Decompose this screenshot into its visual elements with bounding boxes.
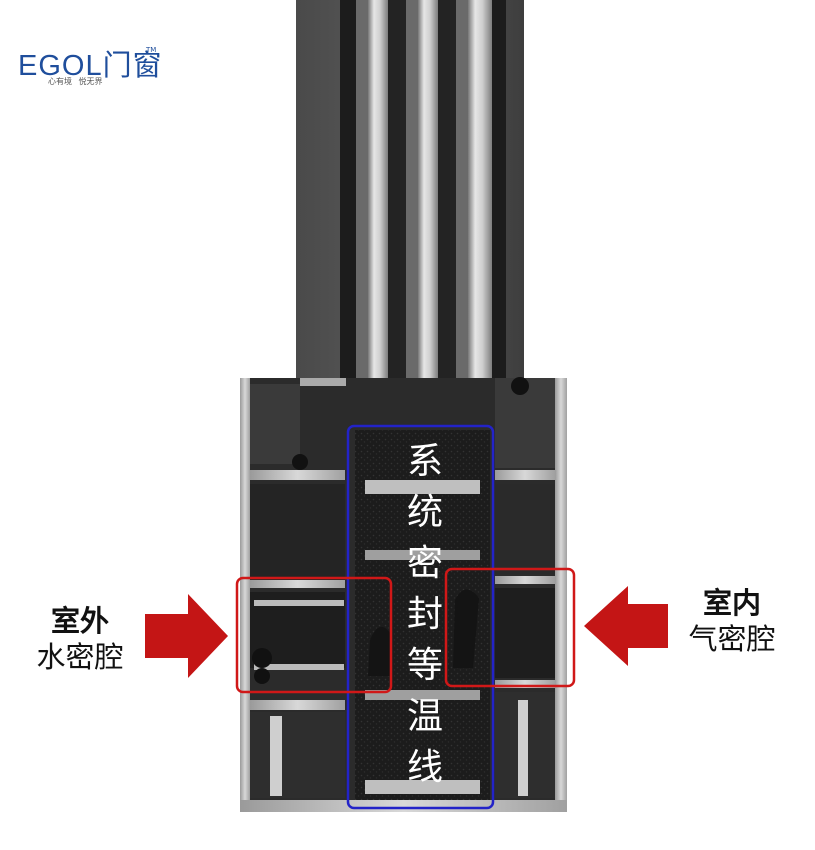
water-chamber-label: 水密腔 <box>36 640 124 674</box>
outdoor-label: 室外 <box>50 604 109 638</box>
label-char: 温 <box>406 696 443 737</box>
arrow-right-icon <box>145 594 228 678</box>
logo-slogan: 心有境 悦无界 <box>48 77 103 86</box>
logo-trademark: TM <box>146 46 157 54</box>
label-char: 等 <box>406 645 443 686</box>
arrow-left-icon <box>584 586 668 666</box>
indoor-label: 室内 <box>702 586 761 620</box>
brand-logo: EGOL门窗 TM 心有境 悦无界 <box>18 42 162 92</box>
label-char: 封 <box>406 594 443 635</box>
aluminum-frame <box>240 377 567 812</box>
outdoor-water-chamber-highlight <box>235 576 393 694</box>
label-char: 线 <box>406 747 443 788</box>
air-chamber-label: 气密腔 <box>688 622 776 656</box>
system-seal-isotherm-label: 系 统 密 封 等 温 线 <box>402 436 448 793</box>
indoor-air-chamber-highlight <box>444 567 576 688</box>
label-char: 统 <box>406 492 443 533</box>
outdoor-water-chamber-label: 室外 水密腔 <box>20 603 140 675</box>
thermal-line-highlight <box>346 424 495 810</box>
indoor-air-chamber-label: 室内 气密腔 <box>672 585 792 657</box>
glass-unit <box>296 0 524 400</box>
label-char: 密 <box>406 543 443 584</box>
label-char: 系 <box>406 441 443 482</box>
logo-brand-text: EGOL门窗 <box>18 50 163 82</box>
